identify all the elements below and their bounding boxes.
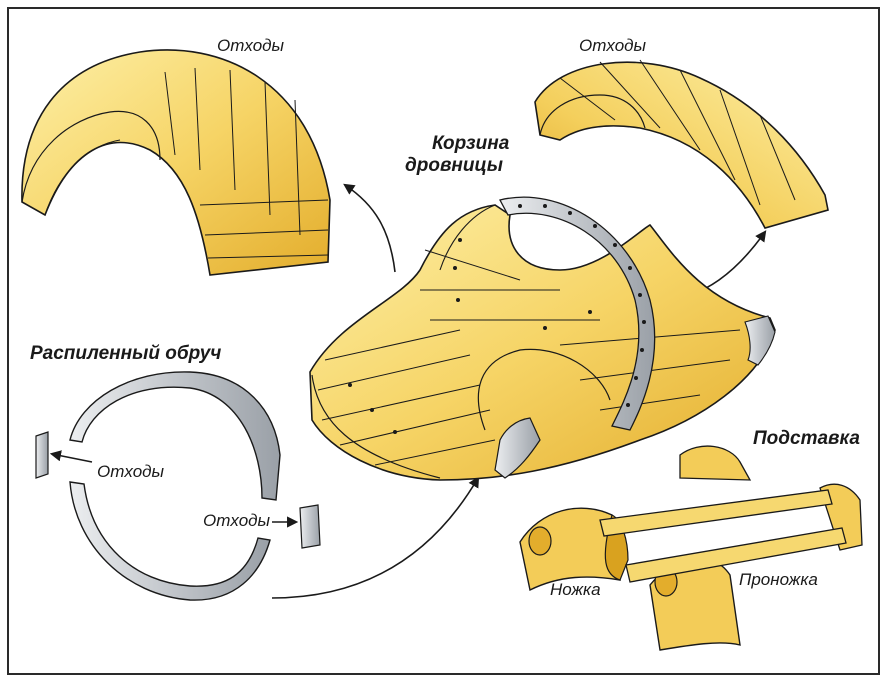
label-crossbar: Проножка bbox=[739, 570, 818, 590]
label-leg: Ножка bbox=[550, 580, 601, 600]
label-basket-line2: дровницы bbox=[405, 155, 503, 177]
basket bbox=[310, 197, 775, 480]
hoop-waste-right bbox=[300, 505, 320, 548]
hoop-waste-left bbox=[36, 432, 48, 478]
label-waste-top-right: Отходы bbox=[579, 36, 646, 56]
label-basket-line1: Корзина bbox=[432, 133, 509, 155]
label-waste-hoop-right: Отходы bbox=[203, 511, 270, 531]
sawn-hoop bbox=[36, 372, 320, 600]
label-waste-hoop-left: Отходы bbox=[97, 462, 164, 482]
label-sawn-hoop: Распиленный обруч bbox=[30, 343, 221, 365]
label-waste-top-left: Отходы bbox=[217, 36, 284, 56]
waste-piece-top-right bbox=[535, 60, 828, 228]
stand bbox=[520, 446, 862, 650]
arrow-waste-hoop-left bbox=[52, 454, 92, 462]
label-stand: Подставка bbox=[753, 428, 860, 450]
arrow-to-waste-left bbox=[345, 185, 395, 272]
waste-piece-top-left bbox=[22, 50, 330, 275]
